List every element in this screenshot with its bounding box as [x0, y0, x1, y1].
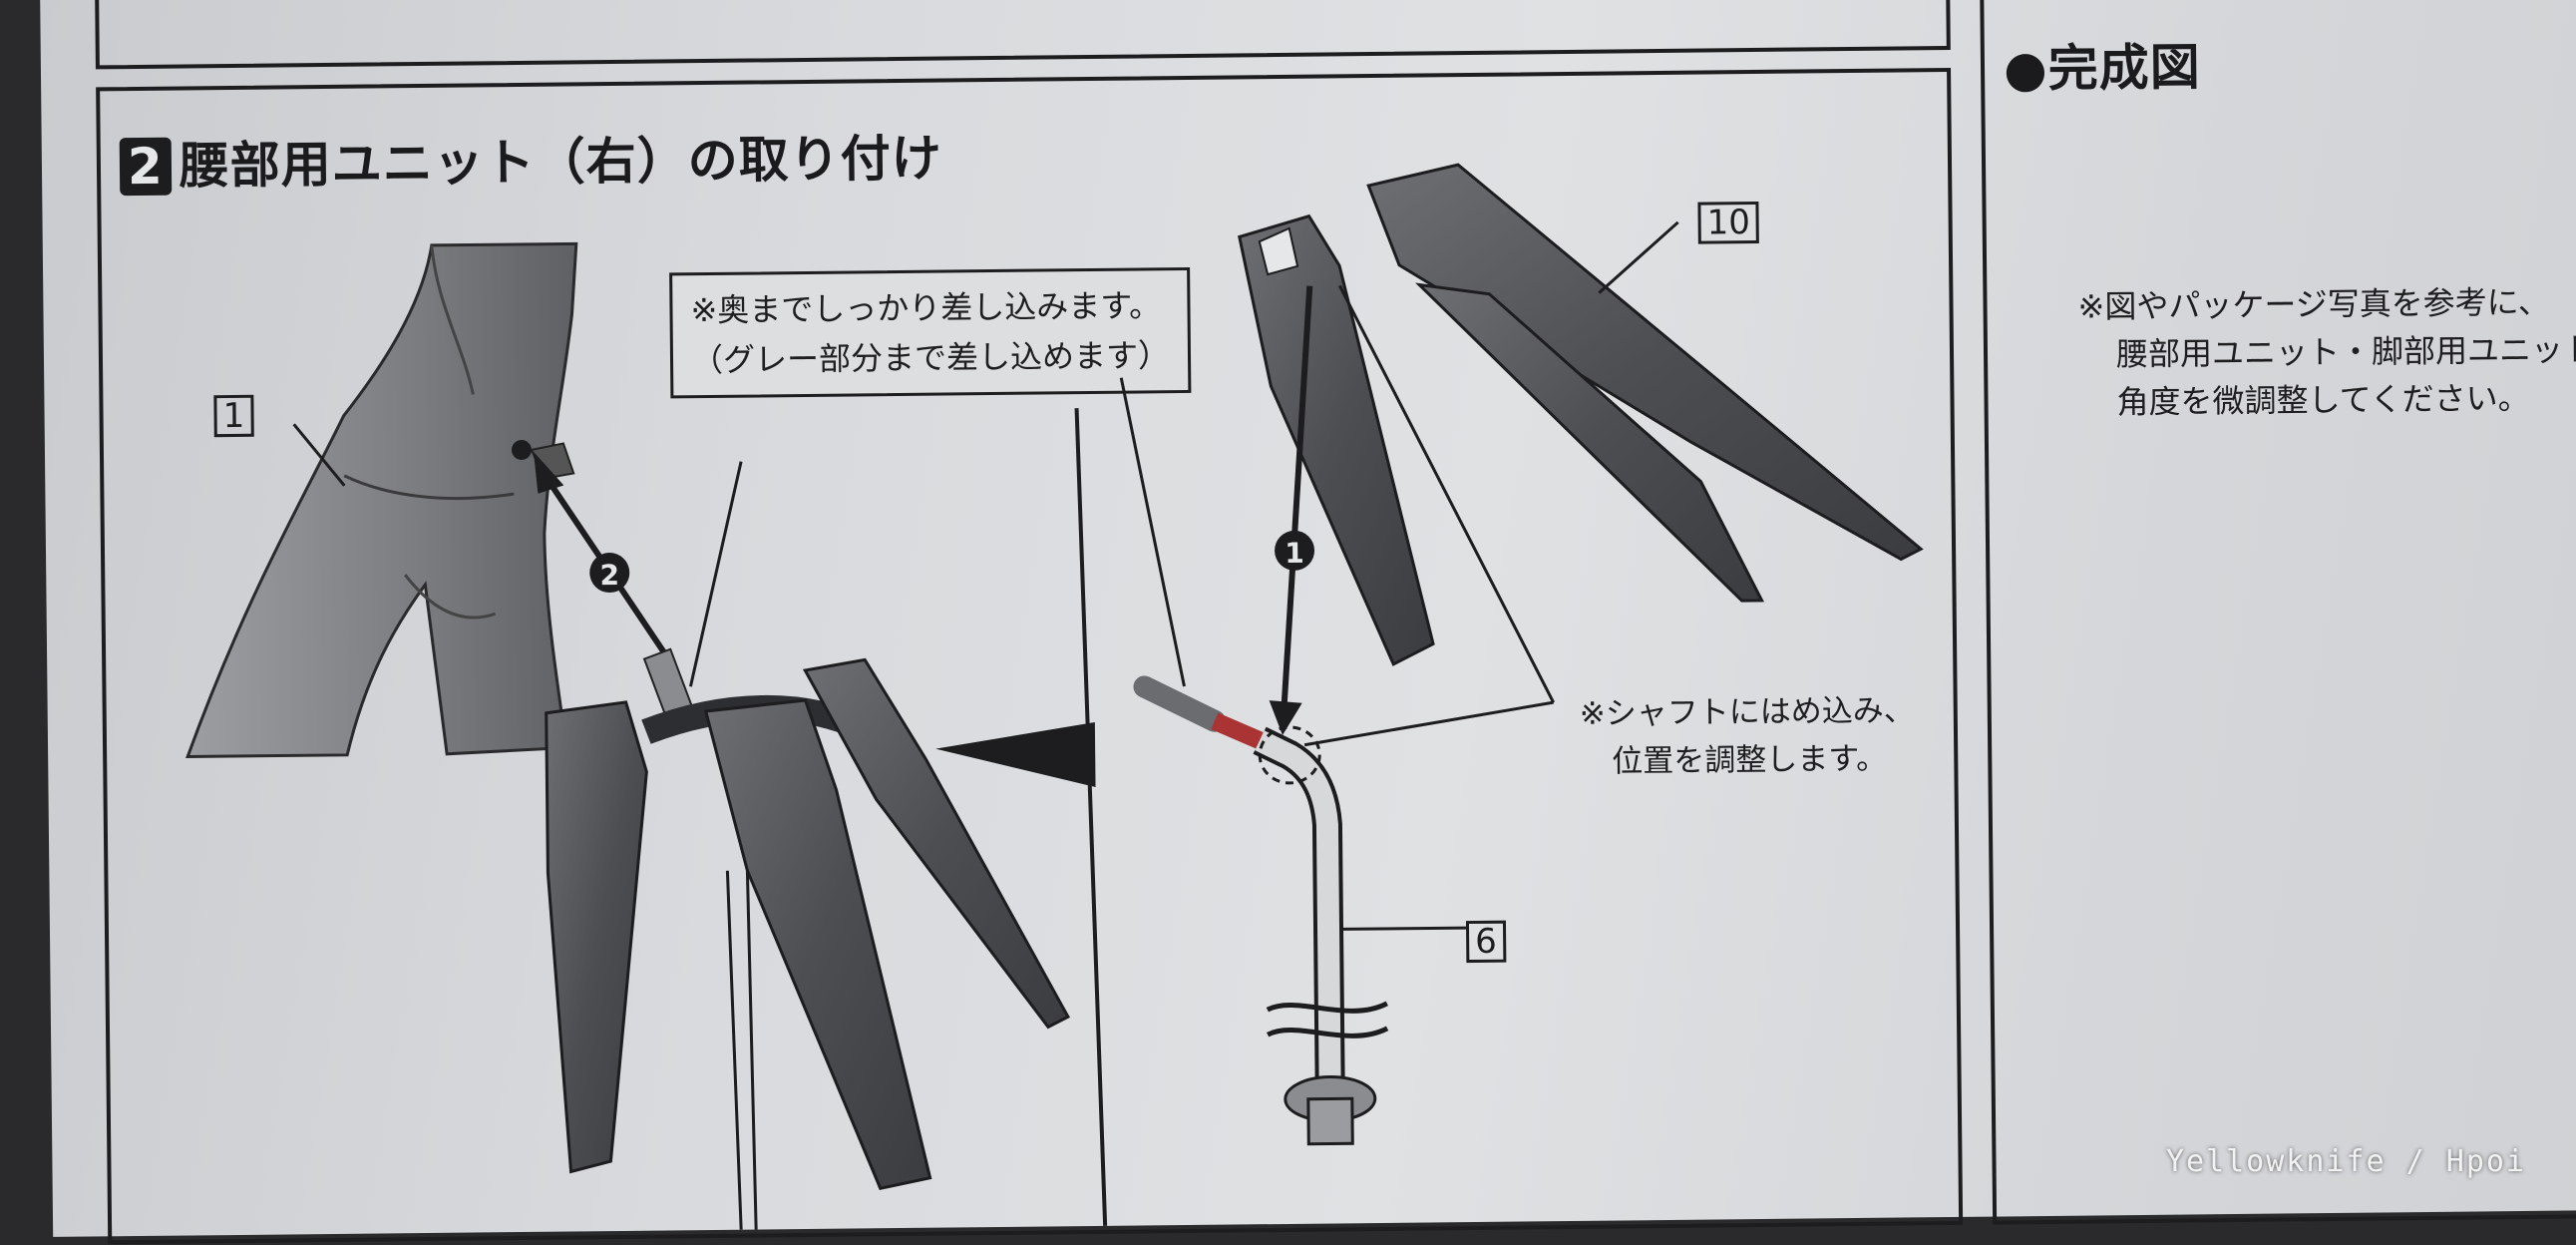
- step-2-marker: 2: [589, 553, 630, 594]
- stand-shaft-drawing: [1133, 675, 1389, 1146]
- attach-arrow: [1269, 285, 1313, 735]
- watermark: Yellowknife / Hpoi: [2165, 1144, 2526, 1179]
- waist-unit-drawing: [545, 647, 1070, 1190]
- waist-unit-right-drawing: [1238, 163, 1924, 666]
- assembly-illustration: 2 1: [185, 163, 1924, 1230]
- divider-line: [1074, 408, 1108, 1226]
- part-1-leader: [292, 423, 346, 487]
- figure-hips-drawing: [185, 241, 578, 759]
- divider-pointer: [935, 721, 1096, 787]
- insert-arrow: [533, 451, 743, 687]
- step-1-marker: 1: [1275, 530, 1315, 571]
- svg-text:2: 2: [599, 559, 619, 592]
- svg-text:1: 1: [1285, 537, 1304, 570]
